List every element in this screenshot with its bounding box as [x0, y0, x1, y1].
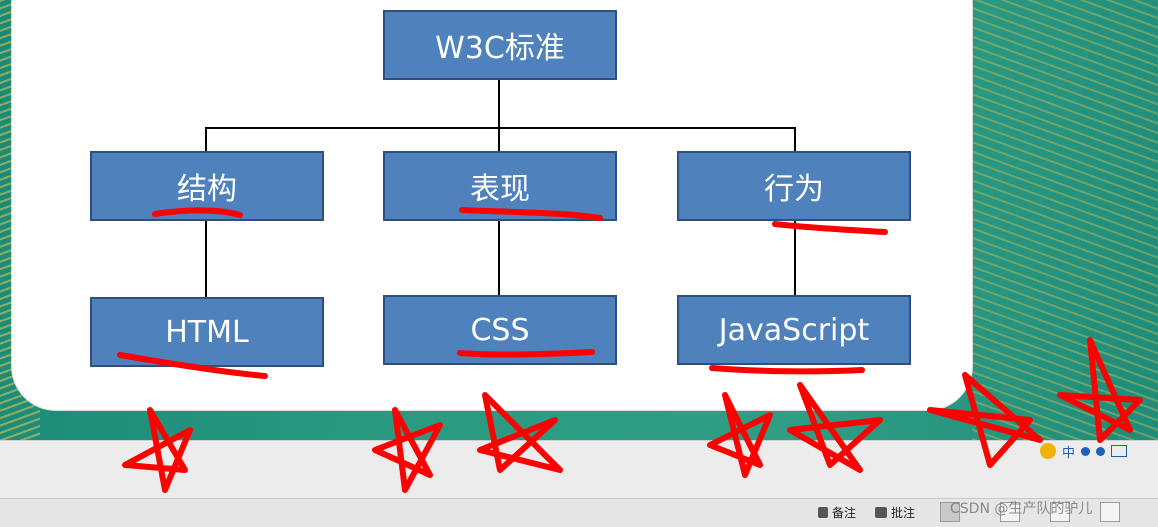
- connector-behavior-up: [794, 127, 796, 151]
- status-bar: [0, 498, 1158, 527]
- connector-presentation-up: [498, 127, 500, 151]
- slideshow-view-button[interactable]: [1100, 502, 1120, 522]
- ime-logo-icon[interactable]: [1040, 443, 1056, 459]
- node-structure-label: 结构: [177, 172, 237, 207]
- notes-button[interactable]: 备注: [818, 503, 856, 521]
- notes-label: 备注: [832, 505, 857, 520]
- node-css-label: CSS: [470, 312, 530, 348]
- underline-structure: [152, 207, 243, 218]
- star-mark-7: [1057, 337, 1143, 443]
- decorative-swirl-right: [972, 0, 1158, 440]
- ime-mode-indicator[interactable]: 中: [1062, 445, 1076, 461]
- node-html-label: HTML: [165, 314, 249, 350]
- star-mark-3: [477, 392, 563, 473]
- csdn-watermark: CSDN @生产队的驴儿: [950, 501, 1093, 517]
- root-node-label: W3C标准: [435, 31, 565, 66]
- connector-presentation-down: [498, 221, 500, 295]
- root-node-w3c-standard[interactable]: W3C标准: [383, 10, 617, 80]
- connector-structure-up: [205, 127, 207, 151]
- node-presentation-label: 表现: [470, 172, 530, 207]
- connector-structure-down: [205, 221, 207, 297]
- reading-view-button[interactable]: [1050, 502, 1070, 522]
- comment-icon: [875, 506, 887, 518]
- star-mark-4: [707, 392, 773, 478]
- underline-javascript: [709, 365, 865, 375]
- ime-punctuation-icon[interactable]: [1096, 446, 1106, 456]
- slide-sorter-view-button[interactable]: [1000, 502, 1020, 522]
- connector-root-down: [498, 80, 500, 128]
- normal-view-button[interactable]: [940, 502, 960, 522]
- comments-button[interactable]: 批注: [875, 503, 915, 521]
- notes-icon: [818, 506, 828, 518]
- node-javascript[interactable]: JavaScript: [677, 295, 911, 365]
- node-javascript-label: JavaScript: [718, 312, 870, 348]
- node-behavior-label: 行为: [764, 172, 824, 207]
- comments-label: 批注: [891, 505, 916, 520]
- ime-toolbar[interactable]: 中: [1040, 440, 1158, 462]
- underline-css: [457, 349, 595, 358]
- connector-horizontal: [206, 127, 796, 129]
- connector-behavior-down: [794, 221, 796, 295]
- underline-html: [117, 352, 268, 379]
- ime-keyboard-icon[interactable]: [1111, 445, 1128, 457]
- underline-behavior: [772, 221, 888, 235]
- underline-presentation: [459, 207, 603, 221]
- node-behavior[interactable]: 行为: [677, 151, 911, 221]
- star-mark-5: [787, 382, 883, 473]
- star-mark-2: [372, 407, 443, 493]
- ime-moon-icon[interactable]: [1081, 446, 1091, 456]
- star-mark-1: [122, 407, 193, 493]
- star-mark-6: [927, 372, 1043, 468]
